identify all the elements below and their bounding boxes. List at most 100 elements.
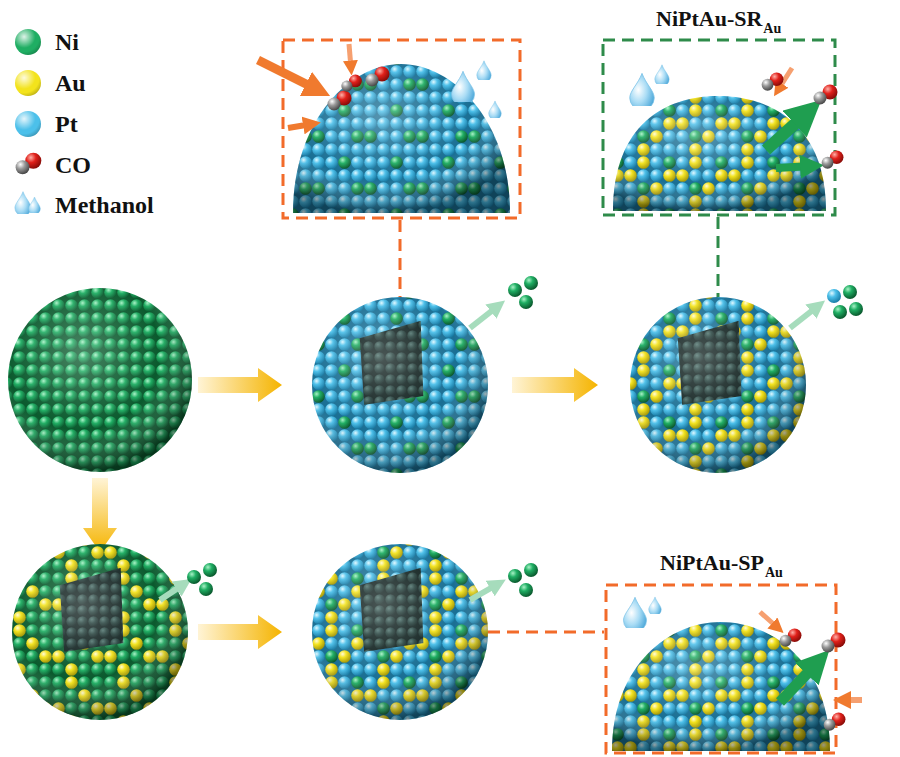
art-path [293,64,510,213]
sample-label: NiPtAu-SP [660,550,764,575]
art-use [814,85,838,105]
legend-label: Au [55,70,86,96]
art-circle [199,582,213,596]
subscript-label: Au [765,565,783,580]
legend-label: Methanol [55,192,154,218]
dashed-frame [606,585,836,753]
art-path [613,96,826,211]
art-circle [843,285,857,299]
methanol-legend-sample [15,192,31,216]
art-circle [312,544,488,720]
art-circle [187,570,201,584]
art-use [451,71,474,106]
legend-label: Ni [55,29,79,55]
art-circle [524,276,538,290]
art-line [288,124,312,128]
art-circle [312,544,488,720]
process-arrow [198,615,282,649]
dashed-link [488,631,604,634]
art-use [477,61,491,83]
art-use [489,101,502,120]
legend-swatch [15,29,41,55]
legend-entry: Pt [55,111,78,138]
art-circle [8,288,192,472]
art-line [780,662,818,702]
art-use [630,73,654,110]
legend-entry: Ni [55,29,79,56]
art-path [613,96,826,211]
art-use [341,75,362,92]
art-path [293,64,510,213]
subscript-label: Au [765,563,783,581]
legend-entry: CO [55,152,91,179]
dashed-frame [603,40,835,215]
dashed-link [399,220,402,298]
process-arrow [512,368,598,402]
art-line [776,166,812,168]
art-use [824,712,846,730]
legend-entry: Methanol [55,192,154,219]
legend-label: Pt [55,111,78,137]
process-arrow [83,478,117,552]
leached-atoms [160,276,863,600]
methanol-legend-sample [29,197,41,215]
art-circle [203,563,217,577]
art-circle [630,297,806,473]
art-path [612,622,830,751]
surface-closeup [613,65,843,211]
art-circle [12,544,188,720]
subscript-label: Au [763,19,781,37]
art-circle [508,569,522,583]
dashed-link [717,217,720,298]
art-circle [519,295,533,309]
legend-swatch [15,70,41,96]
sample-label: NiPtAu-SR [656,6,762,32]
art-circle [833,305,847,319]
art-line [258,60,318,90]
art-path [612,622,830,751]
art-circle [12,544,188,720]
art-circle [849,302,863,316]
niptau-sp-particle [312,544,488,720]
process-arrow [198,368,282,402]
art-circle [312,297,488,473]
art-use [780,628,802,646]
surface-closeup [612,597,862,751]
art-use [822,150,844,168]
art-line [349,44,351,68]
art-circle [8,288,192,472]
sample-label: NiPtAu-SP [660,550,764,576]
art-use [328,91,352,111]
art-use [762,72,784,90]
art-line [160,584,184,600]
art-use [822,633,846,653]
legend-swatch [15,111,41,137]
art-circle [630,297,806,473]
niptau-sr-particle [630,297,806,473]
art-circle [827,289,841,303]
subscript-label: Au [763,21,781,36]
art-line [470,306,498,328]
surface-closeup [258,44,510,213]
dashed-frame [283,40,520,218]
art-use [649,597,662,616]
sample-label: NiPtAu-SR [656,6,762,31]
art-use [623,597,646,632]
legend-entry: Au [55,70,86,97]
niau-particle [12,544,188,720]
art-use [366,67,390,87]
art-circle [508,283,522,297]
art-circle [519,583,533,597]
art-use [655,65,669,87]
nipt-hollow-particle [312,297,488,473]
art-line [760,612,778,628]
ni-nanoparticle [8,288,192,472]
art-circle [312,297,488,473]
co-legend-sample [16,153,42,174]
art-line [470,584,498,600]
art-line [842,697,862,703]
art-line [790,306,818,328]
art-circle [524,563,538,577]
